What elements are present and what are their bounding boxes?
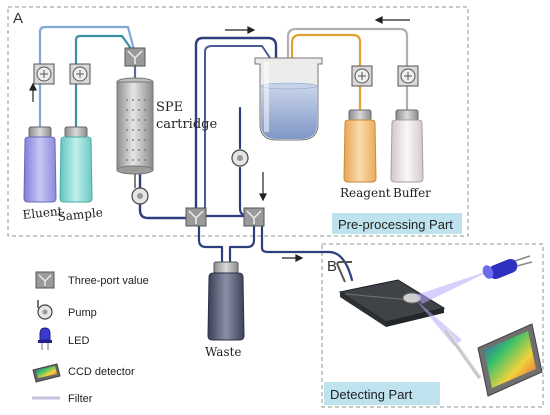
preprocessing-label: Pre-processing Part [338, 217, 453, 232]
eluent-label: Eluent [22, 204, 63, 222]
legend-label-filter: Filter [68, 393, 93, 405]
legend-item-ccd-detector: CCD detector [32, 363, 135, 383]
legend-item-led: LED [38, 327, 89, 350]
waste-bottle [207, 261, 245, 341]
spe-cartridge [116, 77, 154, 188]
ccd-detector [477, 323, 543, 397]
flow-arrows [29, 16, 410, 262]
spe-label-line1: SPE [156, 100, 183, 115]
pump-beaker [231, 149, 249, 167]
ccd-detector-icon [32, 363, 61, 383]
legend-item-three-port-valve: Three-port value [35, 271, 149, 289]
legend-label-ccd-detector: CCD detector [68, 366, 135, 378]
led [482, 255, 533, 279]
eluent-bottle [23, 126, 57, 203]
valve-left [185, 207, 207, 227]
sample-bottle [59, 126, 93, 203]
legend-item-pump: Pump [37, 300, 97, 320]
three-port-valve-icon [35, 271, 55, 289]
panel-a: A Pre-processing Part [7, 6, 469, 237]
reagent-label: Reagent [340, 186, 391, 200]
valve-top [124, 47, 146, 67]
reaction-beaker [254, 57, 323, 141]
legend: Three-port value Pump LED CCD detector [32, 271, 149, 405]
optical-filter [444, 328, 482, 380]
waste-label: Waste [205, 345, 242, 359]
pump-buffer [397, 65, 419, 87]
pump-cartridge [131, 187, 149, 205]
panel-b: B Detecting Part [321, 243, 544, 408]
pump-eluent [33, 63, 55, 85]
panel-a-letter: A [13, 10, 23, 27]
pump-icon [37, 300, 53, 320]
detecting-label-bg [324, 382, 440, 405]
buffer-label: Buffer [393, 186, 431, 200]
pump-reagent [351, 65, 373, 87]
cartridge-perforation [126, 99, 146, 161]
valve-right [243, 207, 265, 227]
legend-label-three-port-valve: Three-port value [68, 275, 149, 287]
led-icon [38, 327, 52, 350]
panel-b-letter: B [327, 258, 337, 275]
pump-sample [69, 63, 91, 85]
preprocessing-label-bg [332, 213, 462, 234]
legend-label-led: LED [68, 335, 89, 347]
spe-label-line2: cartridge [156, 117, 217, 132]
tubing [38, 25, 409, 282]
buffer-bottle [390, 109, 424, 183]
reagent-bottle [343, 109, 377, 183]
sample-label: Sample [57, 205, 104, 224]
legend-item-filter: Filter [32, 393, 93, 405]
detecting-label: Detecting Part [330, 387, 413, 402]
legend-label-pump: Pump [68, 307, 97, 319]
